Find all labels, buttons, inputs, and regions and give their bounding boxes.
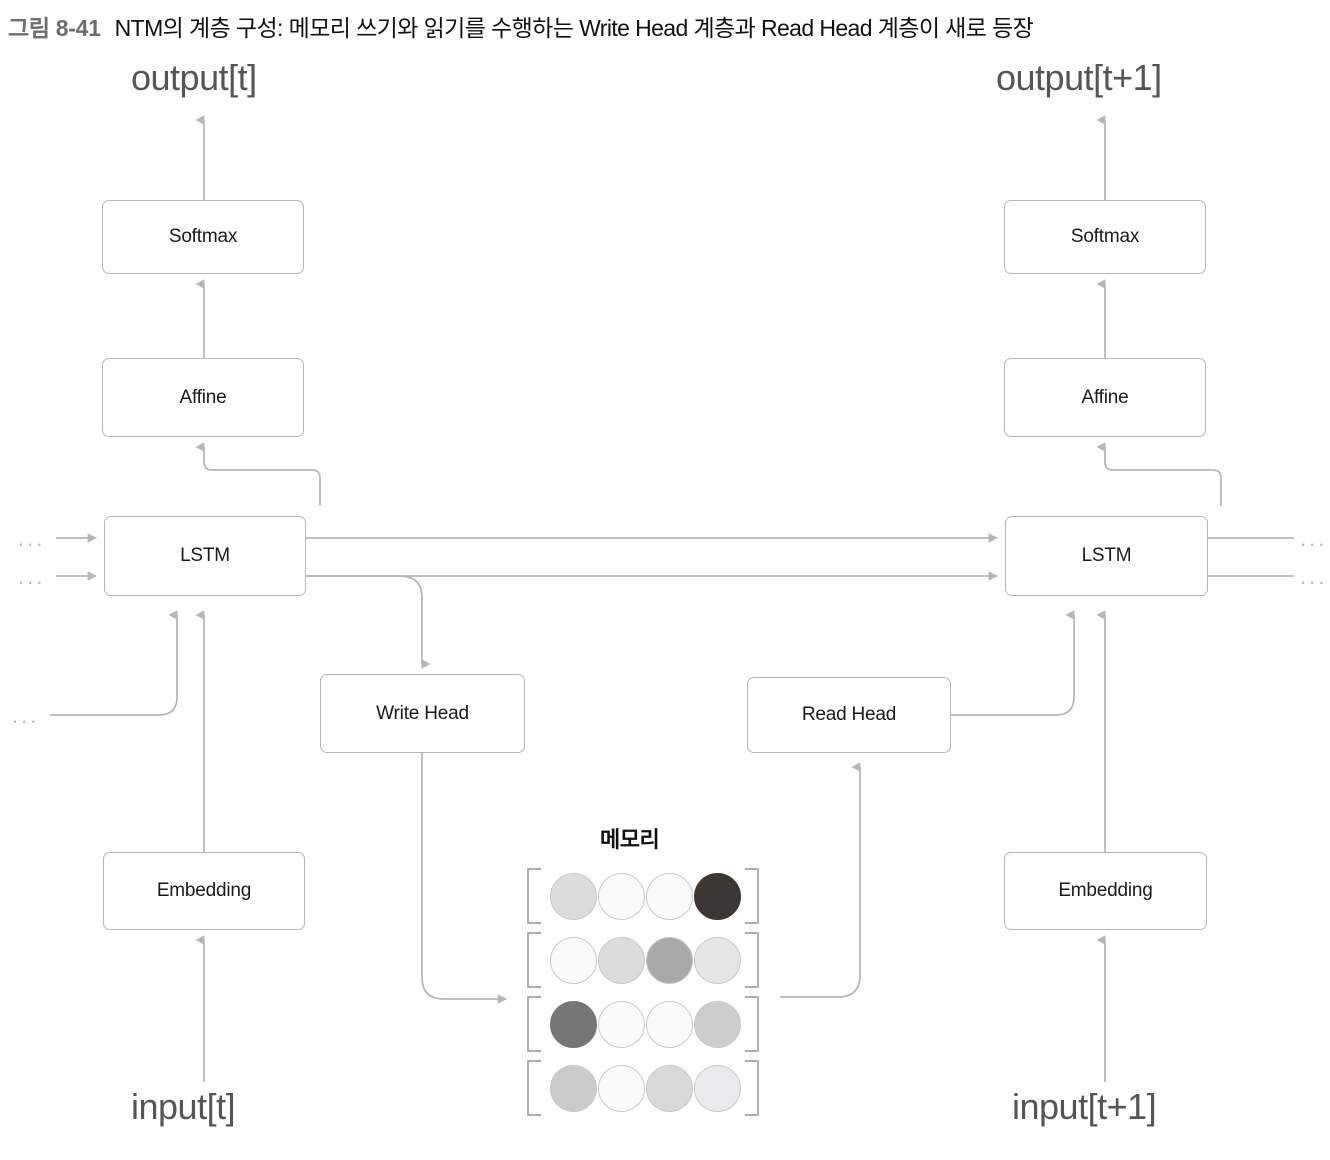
memory-matrix [527,868,759,1126]
memory-row-bracket-left [527,932,541,988]
edge-lstm-to-affine-t [195,442,321,506]
memory-row-bracket-right [745,932,759,988]
edge-memory-to-read-head [780,762,861,998]
memory-cell [694,872,741,920]
memory-row-bracket-right [745,996,759,1052]
memory-cell [598,1000,645,1048]
figure-caption-text: NTM의 계층 구성: 메모리 쓰기와 읽기를 수행하는 Write Head … [114,15,1034,41]
memory-cell [598,1064,645,1112]
memory-cell [694,1064,741,1112]
block-embedding-t1[interactable]: Embedding [1004,852,1207,930]
block-write-head[interactable]: Write Head [320,674,525,753]
figure-caption: 그림 8-41 NTM의 계층 구성: 메모리 쓰기와 읽기를 수행하는 Wri… [8,8,1328,44]
continuation-dots-right-1: ... [1300,526,1328,551]
memory-cell [694,1000,741,1048]
continuation-dots-left-3: ... [12,703,40,728]
block-lstm-t[interactable]: LSTM [104,516,306,596]
input-label-t1: input[t+1] [1012,1086,1157,1127]
output-label-t1: output[t+1] [996,57,1162,98]
input-label-t: input[t] [131,1086,236,1127]
memory-row-bracket-left [527,868,541,924]
memory-title: 메모리 [600,827,660,852]
continuation-dots-left-2: ... [18,564,46,589]
continuation-dots-right-2: ... [1300,564,1328,589]
block-lstm-t1[interactable]: LSTM [1005,516,1208,596]
block-softmax-t[interactable]: Softmax [102,200,304,274]
edge-prev-read-in-t [50,610,178,716]
memory-row-bracket-right [745,1060,759,1116]
block-affine-t1[interactable]: Affine [1004,358,1206,437]
memory-row-bracket-right [745,868,759,924]
output-label-t: output[t] [131,57,257,98]
memory-cell [550,1064,597,1112]
block-affine-t[interactable]: Affine [102,358,304,437]
memory-cell [598,936,645,984]
block-embedding-t[interactable]: Embedding [103,852,305,930]
block-softmax-t1[interactable]: Softmax [1004,200,1206,274]
memory-cell [646,1000,693,1048]
edge-read-head-to-lstm-t1 [950,610,1075,716]
figure-number: 그림 8-41 [8,15,101,41]
memory-cell [550,936,597,984]
memory-cell [646,872,693,920]
memory-cell [646,936,693,984]
memory-cell [550,1000,597,1048]
memory-cell [598,872,645,920]
memory-cell [646,1064,693,1112]
memory-cell [694,936,741,984]
edge-lstm-to-affine-t1 [1096,442,1222,506]
edge-lstm-to-write-head [306,575,431,669]
continuation-dots-left-1: ... [18,526,46,551]
memory-row-bracket-left [527,1060,541,1116]
edge-write-head-to-memory [421,753,508,1004]
block-read-head[interactable]: Read Head [747,677,951,753]
memory-row-bracket-left [527,996,541,1052]
memory-cell [550,872,597,920]
